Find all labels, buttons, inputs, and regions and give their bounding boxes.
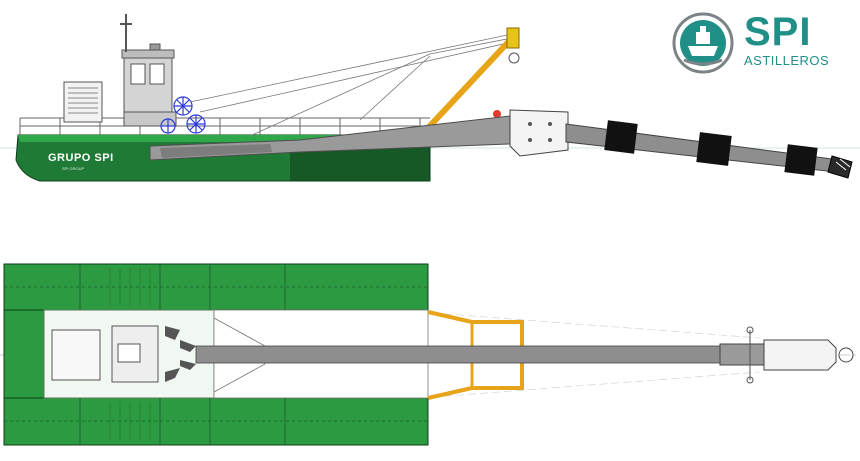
gantry-sheave-icon: [508, 52, 520, 64]
gantry-boom: [425, 35, 515, 131]
cutter-head: [827, 155, 853, 179]
hull-small-text: SPI GROUP: [62, 166, 85, 171]
winch-plan-icons: [165, 326, 196, 382]
pipe-float: [784, 144, 818, 176]
spi-logo: SPI ASTILLEROS: [672, 10, 852, 74]
gantry-head: [506, 27, 520, 49]
hull-brand-text: GRUPO SPI: [48, 152, 114, 164]
engine-housing: [63, 81, 103, 123]
wheelhouse-window-left: [130, 63, 146, 85]
wheelhouse-plan: [51, 329, 101, 381]
wheelhouse-roof: [121, 49, 175, 59]
anchor-icon: [746, 326, 754, 334]
construction-line: [419, 311, 761, 339]
cutter-wheel-icon: [838, 347, 854, 363]
logo-wordmark: SPI: [744, 10, 812, 54]
ladder-trunnion: [160, 144, 272, 158]
ladder-plan-end: [719, 343, 765, 366]
cutter-head-plan: [763, 339, 837, 371]
side-view: [0, 14, 860, 182]
ladder-cables: [189, 33, 513, 137]
ladder-head-box: [509, 109, 569, 157]
stern-deck: [3, 309, 45, 399]
anchor-icon: [746, 376, 754, 384]
ladder-head-details: [528, 122, 552, 142]
plan-view: [0, 263, 860, 446]
winch-icons: [160, 96, 206, 134]
pivot-marker: [493, 110, 501, 118]
pipe-float: [604, 120, 638, 154]
engine-vents: [68, 87, 98, 114]
pontoon-panels: [4, 264, 428, 445]
cutter-teeth: [835, 158, 851, 171]
hatch: [117, 343, 141, 363]
deck-grating: [109, 268, 151, 440]
logo-subtitle: ASTILLEROS: [744, 53, 830, 68]
starboard-pontoon: [3, 397, 429, 446]
pipe-float: [696, 132, 732, 166]
ladder-plan: [195, 345, 751, 364]
hull-shadow: [290, 142, 430, 181]
roof-equipment: [149, 43, 161, 51]
wheelhouse-base: [123, 111, 177, 127]
wheelhouse-window-right: [149, 63, 165, 85]
shipyard-emblem-icon: [672, 12, 734, 74]
construction-line: [419, 371, 761, 399]
